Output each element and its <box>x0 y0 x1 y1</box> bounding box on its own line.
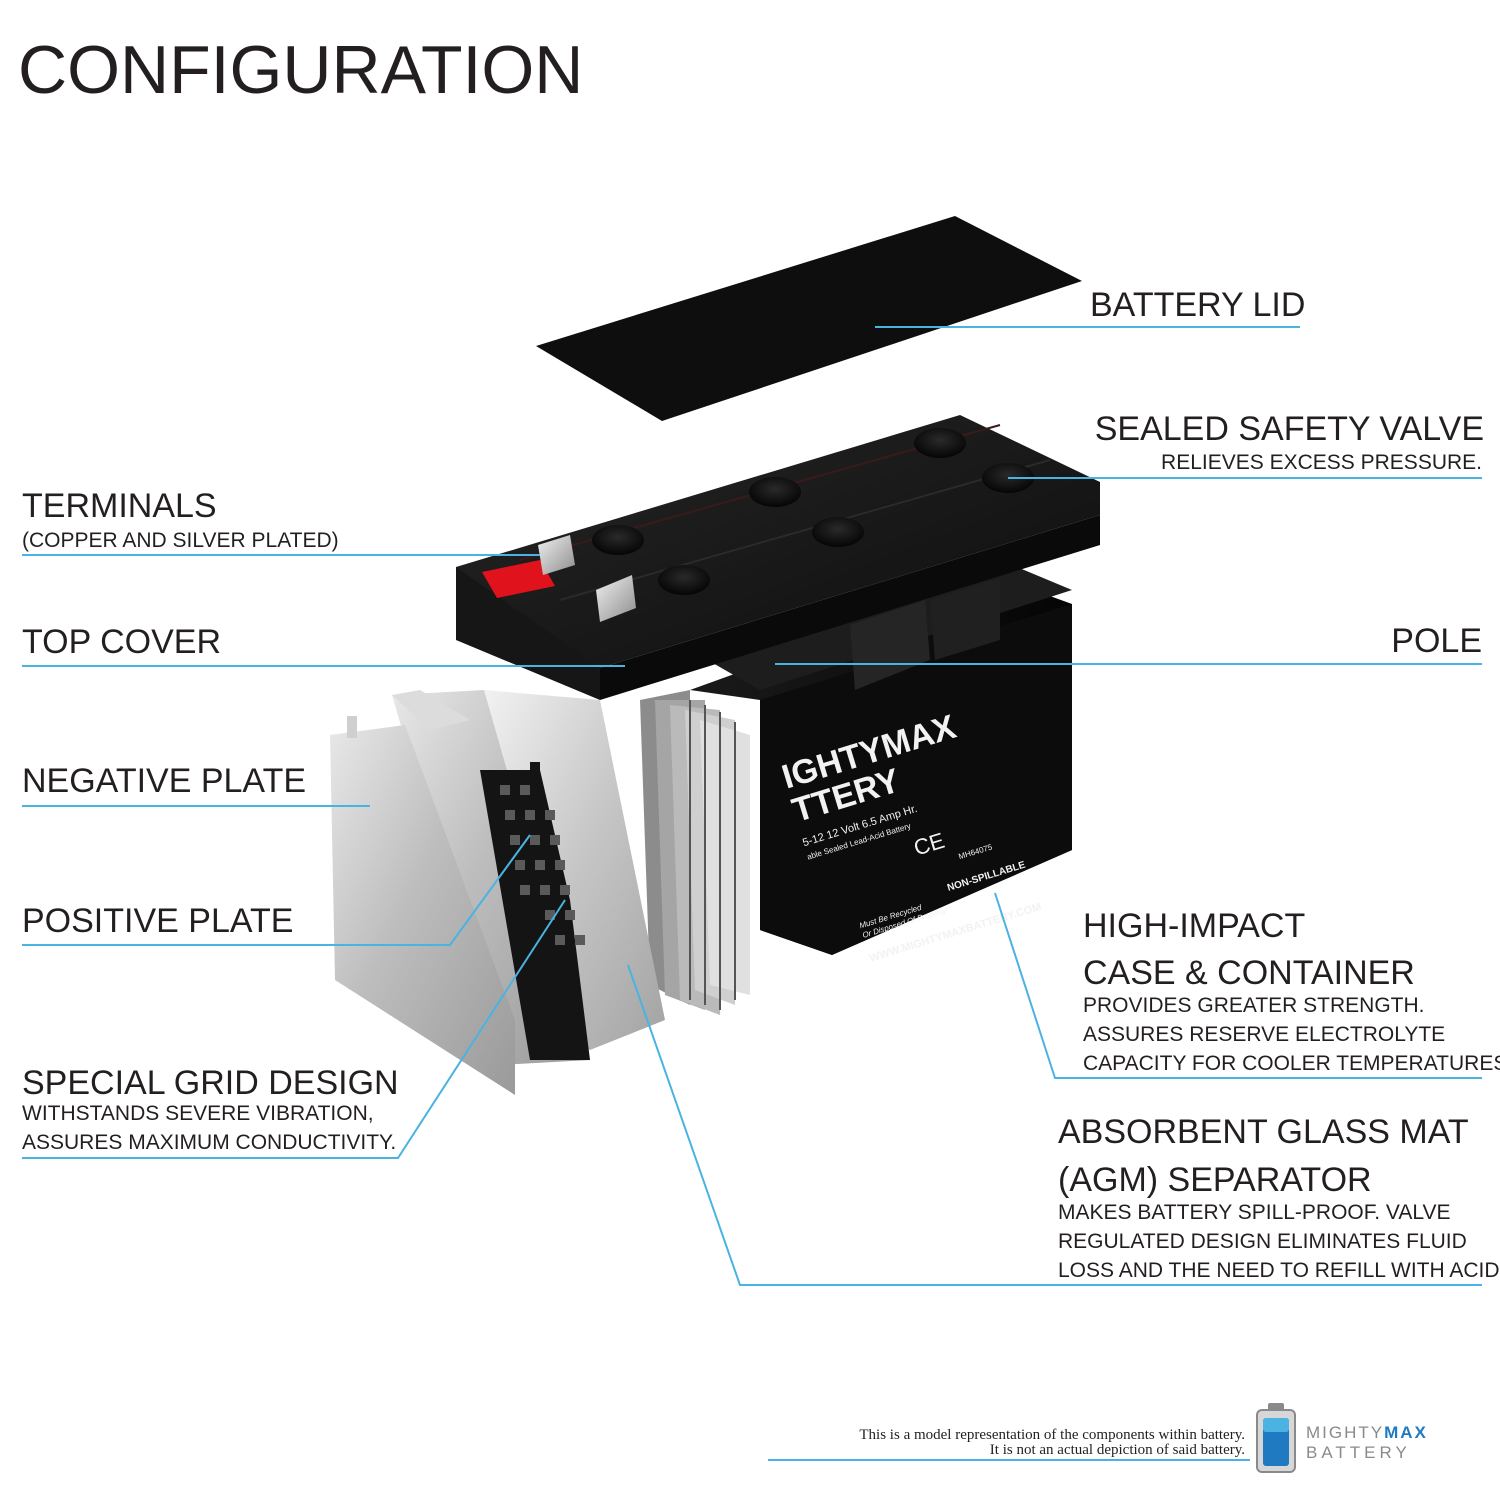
terminal-tab <box>596 575 636 622</box>
positive-plate-shape <box>392 690 470 730</box>
label-case-sub2: ASSURES RESERVE ELECTROLYTE <box>1083 1023 1446 1046</box>
valve-cap <box>592 525 644 555</box>
leader-case <box>994 892 1482 1079</box>
label-case-line1: HIGH-IMPACT <box>1083 907 1306 945</box>
grid-plate <box>392 690 590 1065</box>
leader-grid-design <box>22 899 566 1159</box>
footer-disclaimer-line2: It is not an actual depiction of said ba… <box>989 1442 1245 1458</box>
terminal-red-marker <box>482 560 555 598</box>
valve-cap <box>749 477 801 507</box>
leader-agm <box>627 964 1482 1286</box>
valve-cap <box>812 517 864 547</box>
label-grid-design: SPECIAL GRID DESIGN <box>22 1064 399 1102</box>
label-case-sub1: PROVIDES GREATER STRENGTH. <box>1083 994 1425 1017</box>
leader-positive-plate <box>22 834 531 946</box>
leader-lines <box>22 326 1482 1461</box>
brand-logo-mighty: MIGHTYMAX <box>1306 1424 1428 1441</box>
brand-mighty-text: MIGHTY <box>1306 1423 1385 1442</box>
plate-stack <box>640 690 750 1015</box>
label-safety-valve: SEALED SAFETY VALVE <box>1094 410 1484 448</box>
footer-disclaimer-line1: This is a model representation of the co… <box>859 1427 1245 1443</box>
label-agm-sub3: LOSS AND THE NEED TO REFILL WITH ACID. <box>1058 1259 1500 1282</box>
negative-plate-shape <box>330 725 515 1095</box>
label-positive-plate: POSITIVE PLATE <box>22 902 294 940</box>
case-compartment-wall <box>850 600 930 690</box>
label-grid-design-sub2: ASSURES MAXIMUM CONDUCTIVITY. <box>22 1131 397 1154</box>
brand-battery-icon <box>1256 1403 1296 1473</box>
terminal-tab <box>538 535 575 575</box>
label-case-sub3: CAPACITY FOR COOLER TEMPERATURES. <box>1083 1052 1500 1075</box>
label-top-cover: TOP COVER <box>22 623 222 661</box>
label-agm-sub1: MAKES BATTERY SPILL-PROOF. VALVE <box>1058 1201 1451 1224</box>
label-agm-sub2: REGULATED DESIGN ELIMINATES FLUID <box>1058 1230 1467 1253</box>
label-pole: POLE <box>1391 622 1482 660</box>
negative-plate-edge <box>347 716 357 738</box>
label-grid-design-sub1: WITHSTANDS SEVERE VIBRATION, <box>22 1102 374 1125</box>
top-cover-front <box>600 515 1100 700</box>
label-case-line2: CASE & CONTAINER <box>1083 954 1415 992</box>
label-safety-valve-sub: RELIEVES EXCESS PRESSURE. <box>1161 451 1482 474</box>
label-agm-line1: ABSORBENT GLASS MAT <box>1058 1113 1469 1151</box>
case-compartment-wall <box>930 578 1000 660</box>
label-negative-plate: NEGATIVE PLATE <box>22 762 307 800</box>
brand-max-text: MAX <box>1384 1423 1428 1442</box>
valve-cap <box>914 428 966 458</box>
top-cover-ridge <box>559 459 1051 601</box>
label-battery-lid: BATTERY LID <box>1090 286 1306 324</box>
label-terminals-sub: (COPPER AND SILVER PLATED) <box>22 529 339 552</box>
page-title: CONFIGURATION <box>18 32 584 108</box>
valve-cap <box>658 565 710 595</box>
brand-logo-battery: BATTERY <box>1306 1443 1411 1462</box>
label-agm-line2: (AGM) SEPARATOR <box>1058 1161 1372 1199</box>
case-front-face <box>760 604 1072 955</box>
battery-lid-shape <box>536 216 1082 421</box>
label-terminals: TERMINALS <box>22 487 217 525</box>
